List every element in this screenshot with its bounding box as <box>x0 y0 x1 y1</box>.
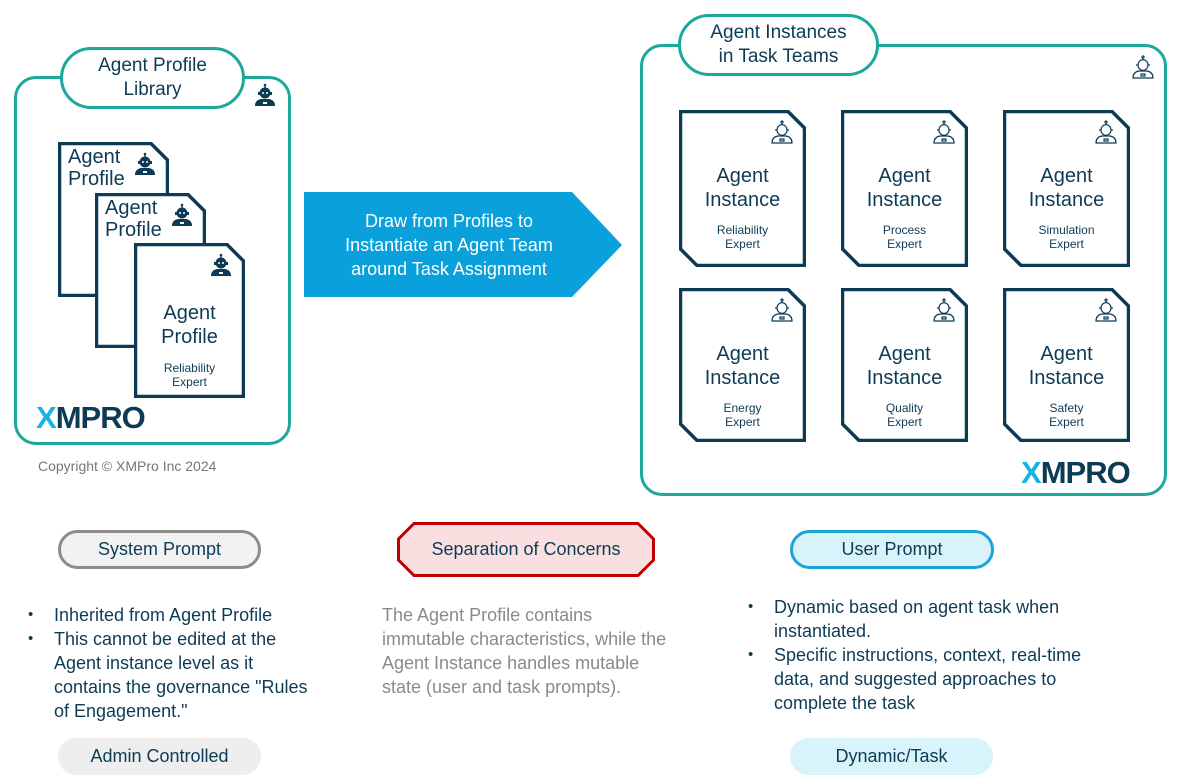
robot-icon <box>133 152 157 181</box>
xmpro-logo: XMPRO <box>36 400 146 435</box>
agent-card: Agent Instance Energy Expert <box>679 288 806 442</box>
robot-icon <box>209 253 233 282</box>
system-prompt-label: System Prompt <box>58 530 261 569</box>
card-title: Agent Instance <box>1028 343 1105 389</box>
card-title: Agent Instance <box>1028 165 1105 211</box>
robot-icon <box>770 120 794 149</box>
robot-icon <box>1094 120 1118 149</box>
agent-card: Agent Profile Reliability Expert <box>134 243 245 398</box>
card-title: Agent Instance <box>704 343 781 389</box>
copyright: Copyright © XMPro Inc 2024 <box>38 458 217 474</box>
teams-title: Agent Instances in Task Teams <box>678 14 879 76</box>
card-title: Agent Profile <box>105 197 162 241</box>
card-subtitle: Quality Expert <box>885 401 924 429</box>
robot-icon <box>932 298 956 327</box>
agent-card: Agent Instance Process Expert <box>841 110 968 267</box>
arrow-label: Draw from Profiles to Instantiate an Age… <box>345 210 553 279</box>
instantiate-arrow: Draw from Profiles to Instantiate an Age… <box>304 192 624 303</box>
user-prompt-bullets: Dynamic based on agent task when instant… <box>748 595 1098 715</box>
bullet: Dynamic based on agent task when instant… <box>748 595 1098 643</box>
robot-icon <box>770 298 794 327</box>
robot-icon <box>932 120 956 149</box>
card-title: Agent Instance <box>704 165 781 211</box>
user-prompt-label: User Prompt <box>790 530 994 569</box>
library-title: Agent Profile Library <box>60 47 245 109</box>
robot-icon <box>170 203 194 232</box>
agent-card: Agent Instance Reliability Expert <box>679 110 806 267</box>
card-subtitle: Simulation Expert <box>1038 223 1095 251</box>
agent-card: Agent Instance Simulation Expert <box>1003 110 1130 267</box>
card-title: Agent Profile <box>161 302 218 348</box>
card-subtitle: Process Expert <box>882 223 927 251</box>
agent-card: Agent Instance Safety Expert <box>1003 288 1130 442</box>
agent-outline-icon <box>1131 55 1155 84</box>
bullet: This cannot be edited at the Agent insta… <box>28 627 318 723</box>
bullet: Specific instructions, context, real-tim… <box>748 643 1098 715</box>
card-subtitle: Reliability Expert <box>716 223 769 251</box>
system-prompt-bullets: Inherited from Agent Profile This cannot… <box>28 603 318 723</box>
card-title: Agent Profile <box>68 146 125 190</box>
bullet: Inherited from Agent Profile <box>28 603 318 627</box>
separation-of-concerns-label: Separation of Concerns <box>397 522 655 577</box>
card-subtitle: Reliability Expert <box>163 361 216 389</box>
dynamic-task-badge: Dynamic/Task <box>790 738 993 775</box>
separation-text: The Agent Profile contains immutable cha… <box>382 605 667 697</box>
robot-icon <box>1094 298 1118 327</box>
card-subtitle: Energy Expert <box>723 401 762 429</box>
card-subtitle: Safety Expert <box>1049 401 1084 429</box>
robot-icon <box>253 83 277 112</box>
admin-controlled-badge: Admin Controlled <box>58 738 261 775</box>
xmpro-logo-teams: XMPRO <box>1021 455 1131 490</box>
card-title: Agent Instance <box>866 165 943 211</box>
card-title: Agent Instance <box>866 343 943 389</box>
agent-card: Agent Instance Quality Expert <box>841 288 968 442</box>
